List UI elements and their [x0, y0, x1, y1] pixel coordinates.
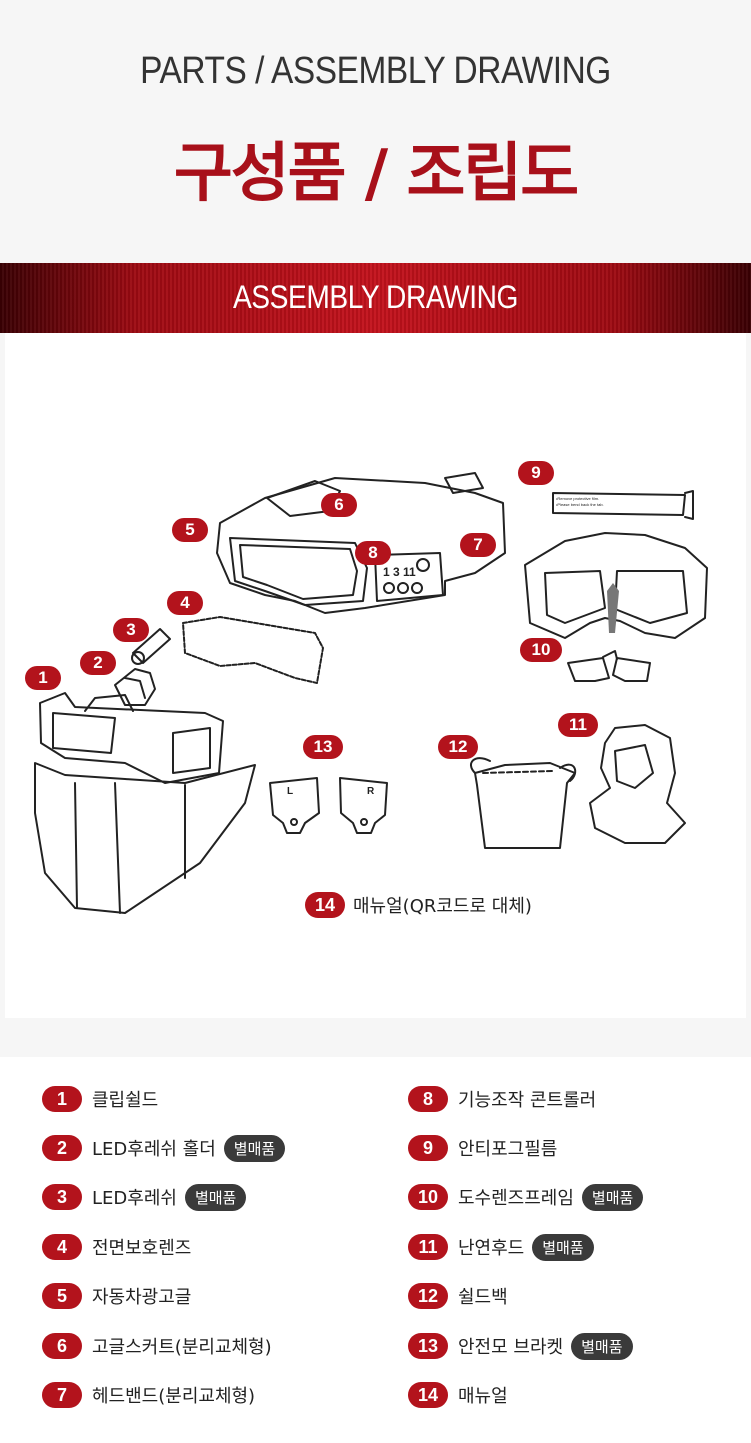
part-label: 헤드밴드(분리교체형): [92, 1386, 256, 1407]
callout-9: 9: [518, 461, 554, 485]
manual-note-number: 14: [305, 892, 345, 918]
list-item: 8 기능조작 콘트롤러: [408, 1085, 596, 1113]
manual-note-label: 매뉴얼(QR코드로 대체): [353, 896, 532, 917]
bracket-left-label: L: [287, 786, 294, 797]
hood-illustration: [589, 724, 686, 844]
helmet-bracket-illustration: [269, 777, 388, 834]
banner-title: ASSEMBLY DRAWING: [232, 279, 519, 315]
callout-1: 1: [25, 666, 61, 690]
list-item: 7 헤드밴드(분리교체형): [42, 1381, 255, 1409]
part-label: 안티포그필름: [458, 1139, 558, 1160]
part-number: 3: [42, 1184, 82, 1210]
assembly-drawing: 1 2 3 4 5 6 7 8 9 10 11 12 13 1 3 11 L R…: [5, 333, 746, 1018]
part-label: 전면보호렌즈: [92, 1238, 192, 1259]
callout-7: 7: [460, 533, 496, 557]
part-number: 1: [42, 1086, 82, 1112]
part-number: 5: [42, 1283, 82, 1309]
controller-display-text: 1 3 11: [383, 565, 416, 579]
film-line-1: •Remove protective film.: [556, 496, 600, 501]
part-number: 2: [42, 1135, 82, 1161]
list-item: 3 LED후레쉬 별매품: [42, 1183, 247, 1211]
callout-2: 2: [80, 651, 116, 675]
part-label: 쉴드백: [458, 1287, 508, 1308]
antifog-film-text: •Remove protective film. •Please bend ba…: [556, 496, 676, 508]
sold-separately-badge: 별매품: [532, 1233, 594, 1261]
list-item: 11 난연후드 별매품: [408, 1233, 594, 1261]
part-label: 클립쉴드: [92, 1090, 159, 1111]
shield-bag-illustration: [470, 757, 577, 849]
callout-3: 3: [113, 618, 149, 642]
callout-5: 5: [172, 518, 208, 542]
sold-separately-badge: 별매품: [571, 1332, 633, 1360]
callout-13: 13: [303, 735, 343, 759]
led-flashlight-illustration: [131, 628, 171, 665]
callout-4: 4: [167, 591, 203, 615]
assembly-drawing-illustration: [34, 472, 708, 914]
part-label: 난연후드: [458, 1238, 525, 1259]
protective-lens-illustration: [182, 616, 324, 684]
list-item: 9 안티포그필름: [408, 1134, 557, 1162]
part-number: 13: [408, 1333, 448, 1359]
part-number: 9: [408, 1135, 448, 1161]
part-number: 6: [42, 1333, 82, 1359]
sold-separately-badge: 별매품: [223, 1134, 286, 1162]
goggle-rear-illustration: [524, 532, 708, 682]
callout-12: 12: [438, 735, 478, 759]
page-title-en: PARTS / ASSEMBLY DRAWING: [140, 50, 611, 92]
goggle-illustration: [216, 472, 506, 614]
list-item: 5 자동차광고글: [42, 1282, 191, 1310]
parts-list: 1 클립쉴드 2 LED후레쉬 홀더 별매품 3 LED후레쉬 별매품 4 전면…: [0, 1057, 751, 1443]
part-label: LED후레쉬: [92, 1188, 177, 1209]
list-item: 13 안전모 브라켓 별매품: [408, 1332, 633, 1360]
callout-11: 11: [558, 713, 598, 737]
part-label: 기능조작 콘트롤러: [458, 1090, 597, 1111]
antifog-film-illustration: [552, 490, 694, 520]
section-banner: ASSEMBLY DRAWING: [0, 263, 751, 333]
callout-6: 6: [321, 493, 357, 517]
manual-note: 14 매뉴얼(QR코드로 대체): [305, 892, 532, 918]
part-label: 도수렌즈프레임: [458, 1188, 574, 1209]
list-item: 14 매뉴얼: [408, 1381, 508, 1409]
clip-shield-illustration: [34, 692, 256, 914]
part-number: 11: [408, 1234, 448, 1260]
sold-separately-badge: 별매품: [184, 1183, 247, 1211]
callout-10: 10: [520, 638, 562, 662]
part-number: 8: [408, 1086, 448, 1112]
part-number: 7: [42, 1382, 82, 1408]
part-label: LED후레쉬 홀더: [92, 1139, 216, 1160]
page-title-kr: 구성품 / 조립도: [173, 137, 579, 211]
list-item: 2 LED후레쉬 홀더 별매품: [42, 1134, 286, 1162]
part-number: 12: [408, 1283, 448, 1309]
list-item: 10 도수렌즈프레임 별매품: [408, 1183, 644, 1211]
part-label: 안전모 브라켓: [458, 1337, 564, 1358]
sold-separately-badge: 별매품: [581, 1183, 644, 1211]
list-item: 1 클립쉴드: [42, 1085, 158, 1113]
list-item: 6 고글스커트(분리교체형): [42, 1332, 272, 1360]
list-item: 4 전면보호렌즈: [42, 1233, 191, 1261]
film-line-2: •Please bend back the tab.: [556, 502, 604, 507]
callout-8: 8: [355, 541, 391, 565]
led-holder-illustration: [114, 668, 156, 706]
list-item: 12 쉴드백: [408, 1282, 508, 1310]
part-number: 14: [408, 1382, 448, 1408]
part-label: 매뉴얼: [458, 1386, 508, 1407]
part-label: 고글스커트(분리교체형): [92, 1337, 272, 1358]
part-number: 4: [42, 1234, 82, 1260]
part-number: 10: [408, 1184, 448, 1210]
bracket-right-label: R: [367, 786, 375, 797]
part-label: 자동차광고글: [92, 1287, 192, 1308]
